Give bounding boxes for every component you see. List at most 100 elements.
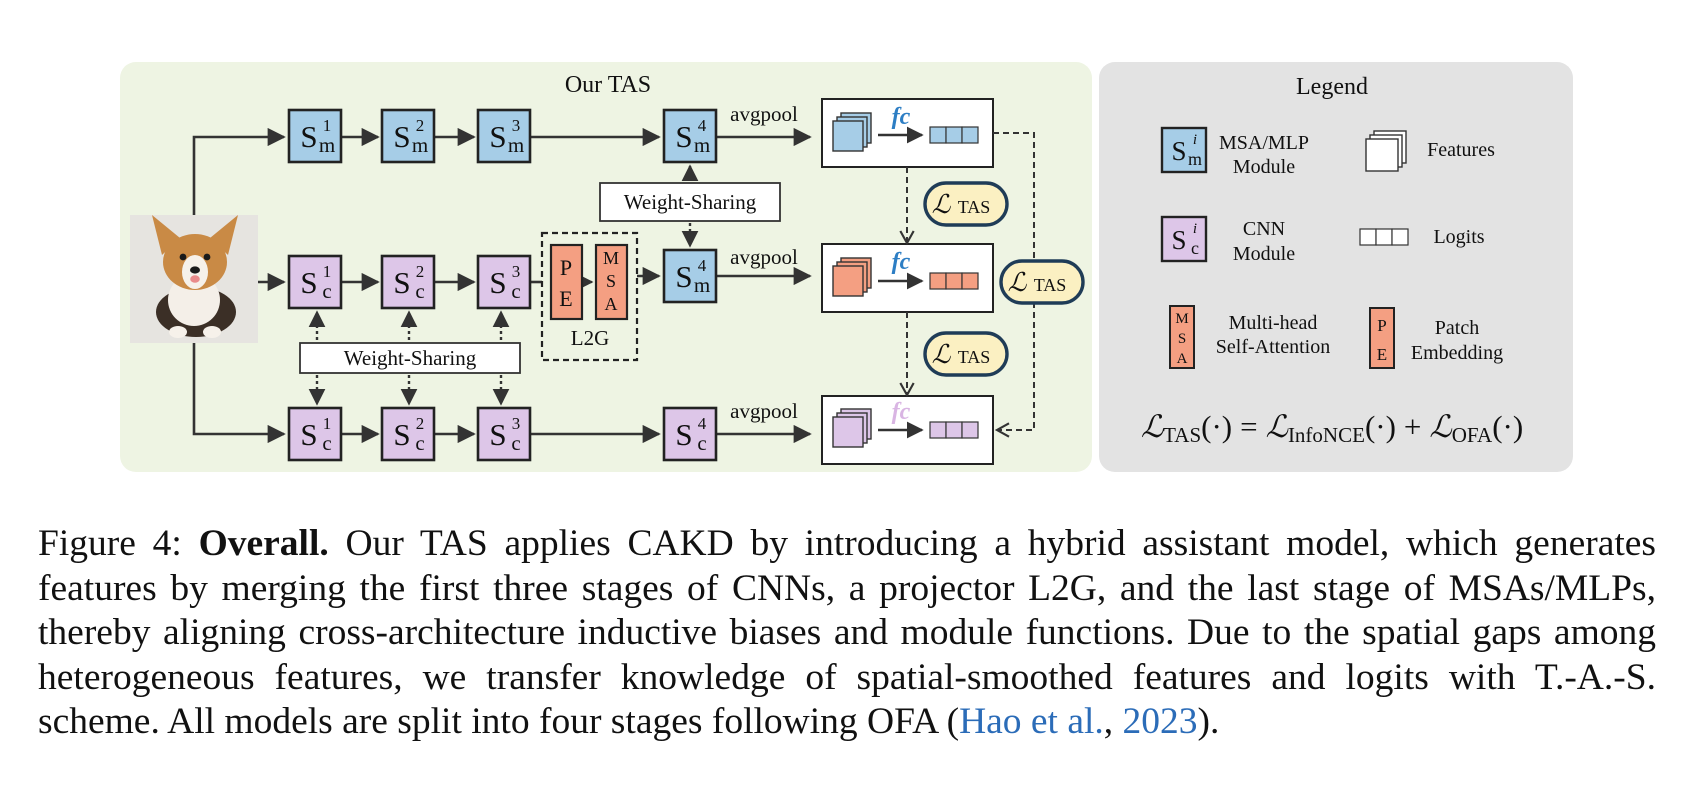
svg-text:M: M (1175, 311, 1188, 327)
svg-text:S: S (393, 119, 410, 154)
module-s2-m: S 2 m (380, 108, 436, 164)
legend-cnn-label-1: CNN (1243, 218, 1285, 240)
svg-text:S: S (393, 265, 410, 300)
module-s1-c-mid: S 1 c (287, 254, 343, 310)
legend-cnn-label-2: Module (1233, 243, 1295, 265)
figure-caption: Figure 4: Overall. Our TAS applies CAKD … (38, 522, 1656, 745)
svg-text:c: c (322, 431, 331, 455)
weight-sharing-bottom-label: Weight-Sharing (344, 346, 477, 370)
svg-text:S: S (489, 265, 506, 300)
legend-title: Legend (1296, 74, 1368, 100)
svg-text:c: c (511, 431, 520, 455)
svg-text:3: 3 (512, 262, 521, 281)
tas-panel-title: Our TAS (565, 72, 651, 98)
module-s3-c-mid: S 3 c (476, 254, 532, 310)
module-s4-c-bot: S 4 c (662, 406, 718, 462)
caption-end: ). (1197, 701, 1220, 742)
citation-author-link[interactable]: Hao et al. (959, 701, 1104, 742)
svg-text:2: 2 (416, 262, 425, 281)
l2g-label: L2G (571, 326, 610, 350)
svg-text:m: m (694, 133, 710, 157)
legend-features-icon (1365, 130, 1407, 172)
weight-sharing-bottom-box (299, 342, 521, 374)
avgpool-label-top: avgpool (730, 102, 798, 126)
legend-pe-block-icon: P E (1369, 307, 1395, 369)
module-s3-m: S 3 m (476, 108, 532, 164)
output-box-mid: fc (821, 243, 994, 313)
caption-bold: Overall. (198, 523, 329, 564)
svg-text:TAS: TAS (958, 197, 991, 217)
svg-text:S: S (675, 119, 692, 154)
legend-logits-label: Logits (1433, 226, 1484, 248)
svg-text:S: S (1178, 331, 1186, 347)
flow-top-to-bot (993, 132, 1035, 438)
svg-text:S: S (300, 119, 317, 154)
svg-text:m: m (1188, 149, 1202, 169)
svg-text:S: S (675, 259, 692, 294)
module-s1-c-bot: S 1 c (287, 406, 343, 462)
svg-text:E: E (1377, 345, 1387, 364)
svg-text:c: c (1191, 238, 1199, 258)
module-s1-m: S 1 m (287, 108, 343, 164)
module-s2-c-bot: S 2 c (380, 406, 436, 462)
svg-text:m: m (319, 133, 335, 157)
svg-text:S: S (1171, 136, 1186, 166)
svg-text:fc: fc (892, 249, 911, 275)
legend-msa-block-icon: M S A (1169, 305, 1195, 369)
legend-panel (1099, 62, 1573, 472)
svg-text:S: S (606, 271, 616, 291)
svg-text:m: m (412, 133, 428, 157)
svg-text:4: 4 (698, 256, 707, 275)
svg-text:4: 4 (698, 414, 707, 433)
loss-badge-bottom: ℒ TAS (923, 331, 1009, 377)
svg-text:i: i (1193, 132, 1197, 148)
svg-text:P: P (1377, 316, 1386, 335)
msa-block: M S A (594, 243, 629, 321)
svg-text:fc: fc (892, 104, 911, 130)
svg-text:c: c (697, 431, 706, 455)
svg-text:1: 1 (323, 116, 332, 135)
svg-text:4: 4 (698, 116, 707, 135)
svg-text:2: 2 (416, 116, 425, 135)
loss-badge-top: ℒ TAS (923, 181, 1009, 227)
legend-msa-mlp-label-2: Module (1233, 156, 1295, 178)
avgpool-label-mid: avgpool (730, 245, 798, 269)
citation-separator: , (1103, 701, 1123, 742)
legend-mhsa-label-2: Self-Attention (1216, 336, 1330, 358)
output-box-top: fc (821, 98, 994, 168)
legend-logits-icon (1359, 228, 1409, 246)
svg-text:3: 3 (512, 414, 521, 433)
module-s2-c-mid: S 2 c (380, 254, 436, 310)
svg-text:S: S (300, 417, 317, 452)
figure-diagram: Our TAS Legend S 1 m (120, 62, 1573, 472)
svg-text:A: A (605, 294, 618, 314)
svg-text:3: 3 (512, 116, 521, 135)
svg-text:S: S (1171, 225, 1186, 255)
svg-text:1: 1 (323, 262, 332, 281)
module-s4-m-top: S 4 m (662, 108, 718, 164)
svg-text:A: A (1177, 351, 1188, 367)
branch-top-arrow (192, 127, 286, 215)
l2g-box (540, 231, 639, 362)
weight-sharing-top-label: Weight-Sharing (624, 190, 757, 214)
legend-patch-label-1: Patch (1435, 317, 1479, 339)
legend-patch-label-2: Embedding (1411, 342, 1503, 364)
legend-mhsa-label-1: Multi-head (1229, 312, 1318, 334)
svg-text:2: 2 (416, 414, 425, 433)
branch-bottom-arrow (192, 343, 286, 444)
legend-msa-mlp-icon: S i m (1160, 126, 1208, 174)
svg-text:c: c (415, 431, 424, 455)
citation-year-link[interactable]: 2023 (1122, 701, 1198, 742)
svg-text:S: S (489, 119, 506, 154)
pe-block: P E (549, 243, 584, 321)
svg-text:S: S (393, 417, 410, 452)
module-s4-m-mid: S 4 m (662, 248, 718, 304)
svg-text:TAS: TAS (1034, 275, 1067, 295)
svg-text:m: m (508, 133, 524, 157)
svg-text:M: M (603, 248, 619, 268)
svg-text:P: P (560, 255, 572, 280)
output-box-bot: fc (821, 395, 994, 465)
svg-text:c: c (415, 279, 424, 303)
svg-text:fc: fc (892, 399, 911, 425)
svg-text:ℒ: ℒ (932, 340, 952, 370)
